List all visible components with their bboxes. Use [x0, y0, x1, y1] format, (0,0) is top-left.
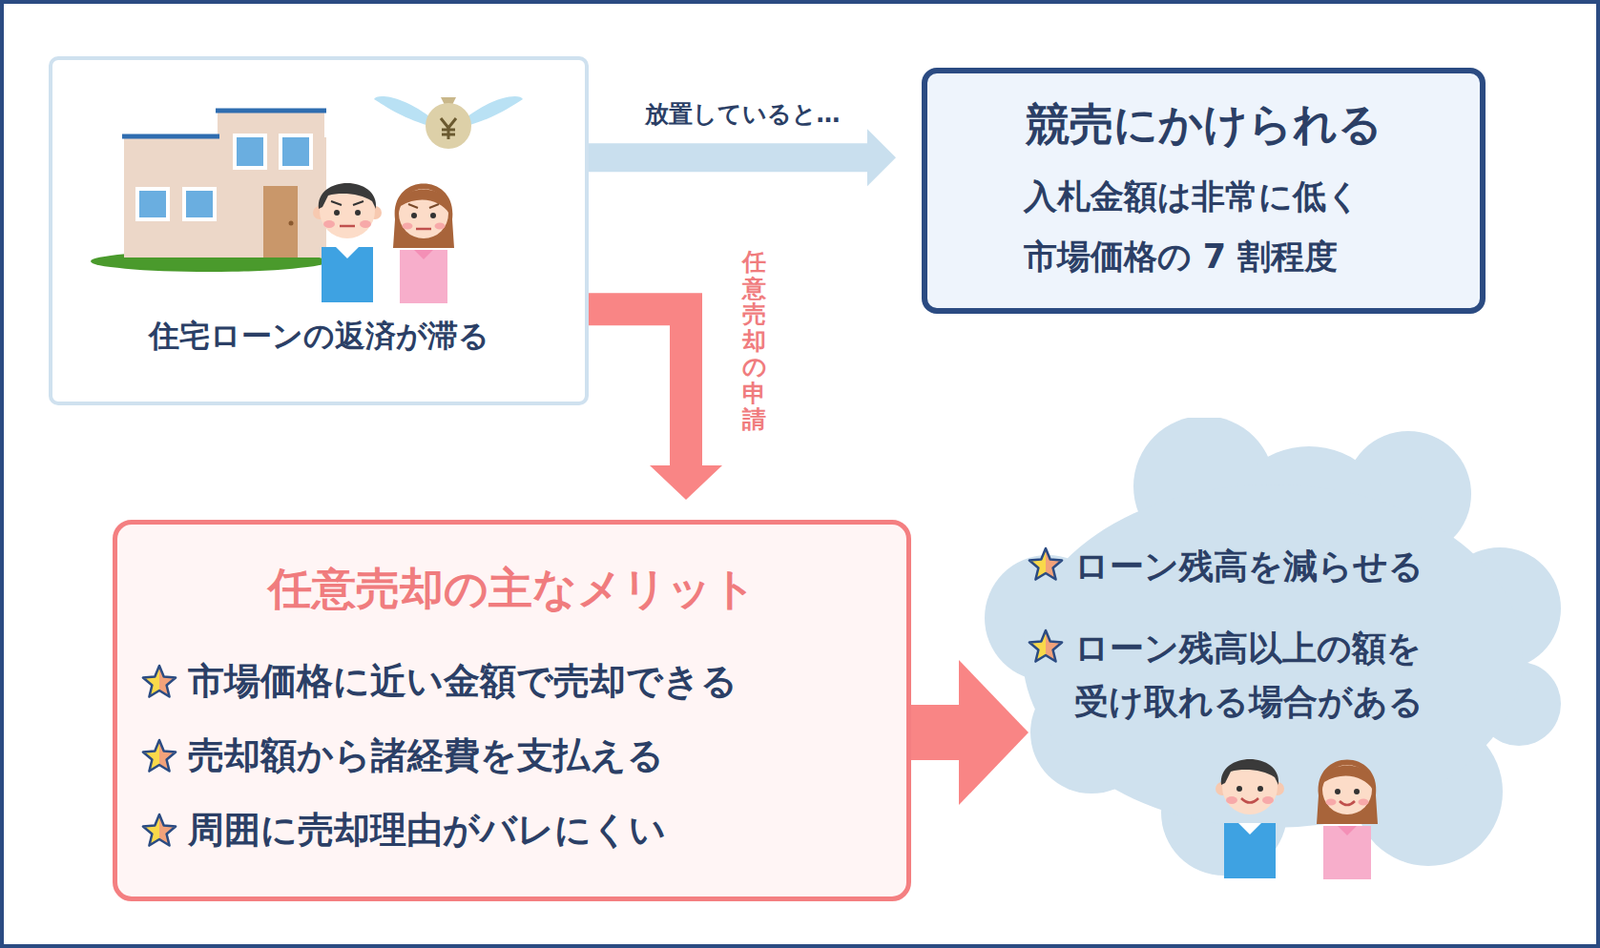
box-title: 任意売却の主なメリット	[268, 561, 757, 619]
benefit-text: ローン残高以上の額を 受け取れる場合がある	[1074, 622, 1439, 729]
star-shape	[143, 740, 176, 772]
worried-couple-part	[393, 184, 455, 305]
arrow-shaft	[588, 143, 870, 172]
merit-item: 売却額から諸経費を支払える	[140, 719, 665, 794]
merit-box: 任意売却の主なメリット市場価格に近い金額で売却できる売却額から諸経費を支払える周…	[112, 519, 912, 902]
edge-label: 任意売却の申請	[742, 249, 767, 434]
flow-arrow	[588, 128, 896, 187]
happy-couple-part	[1316, 760, 1378, 881]
arrow-shaft	[588, 309, 686, 468]
happy-couple	[1215, 759, 1378, 880]
house-icon-part	[137, 188, 168, 220]
benefit-text: ローン残高を減らせる	[1074, 540, 1439, 594]
house-icon-part	[234, 135, 266, 168]
happy-couple-part	[1339, 801, 1355, 806]
arrow-head	[867, 128, 896, 187]
flying-money-icon-part	[467, 96, 523, 126]
worried-couple-part	[415, 228, 432, 231]
benefit-item: ローン残高を減らせる	[1026, 540, 1542, 594]
star-icon	[1026, 627, 1065, 666]
star-shape	[1029, 548, 1062, 581]
merit-item: 周囲に売却理由がバレにくい	[140, 793, 666, 869]
worried-couple-part	[408, 204, 439, 208]
merit-text: 周囲に売却理由がバレにくい	[187, 806, 666, 855]
house-icon-part	[289, 221, 294, 227]
worried-couple-part	[331, 201, 364, 206]
box-title: 住宅ローンの返済が滞る	[148, 315, 490, 358]
arrow-shaft	[911, 705, 962, 761]
edge-label: 放置していると…	[641, 98, 845, 130]
box-title: 競売にかけられる	[1025, 96, 1383, 154]
happy-couple-part	[1215, 759, 1285, 879]
star-shape	[143, 665, 176, 698]
star-icon	[140, 811, 179, 851]
star-icon	[1026, 545, 1065, 584]
merit-text: 売却額から諸経費を支払える	[187, 731, 665, 781]
star-shape	[1029, 630, 1062, 663]
flying-money-icon-part	[374, 96, 430, 126]
auction-box: 競売にかけられる入札金額は非常に低く 市場価格の 7 割程度	[921, 67, 1486, 314]
house-icon-part	[215, 108, 327, 114]
merit-item: 市場価格に近い金額で売却できる	[140, 644, 738, 720]
worried-couple-part	[312, 183, 382, 303]
flying-money-icon-part	[425, 103, 472, 149]
house-icon-part	[280, 135, 312, 168]
flying-money-icon	[374, 96, 523, 149]
house-icon	[90, 109, 328, 272]
worried-couple-part	[339, 225, 355, 229]
star-icon	[140, 663, 179, 702]
arrow-head	[649, 465, 723, 500]
house-icon-part	[263, 186, 298, 258]
flow-arrow	[911, 660, 1029, 806]
worried-couple	[312, 183, 455, 304]
merit-text: 市場価格に近い金額で売却できる	[187, 657, 738, 707]
arrow-head	[958, 660, 1029, 806]
house-icon-part	[122, 134, 220, 140]
flow-arrow	[588, 309, 723, 500]
result-cloud: ローン残高を減らせるローン残高以上の額を 受け取れる場合がある	[984, 417, 1561, 878]
star-shape	[143, 814, 176, 847]
benefit-item: ローン残高以上の額を 受け取れる場合がある	[1026, 622, 1542, 729]
house-icon-part	[184, 188, 215, 220]
star-icon	[140, 737, 179, 776]
flying-money-icon-part	[440, 118, 457, 140]
box-body: 入札金額は非常に低く 市場価格の 7 割程度	[1023, 166, 1385, 288]
happy-couple-part	[1241, 798, 1259, 804]
